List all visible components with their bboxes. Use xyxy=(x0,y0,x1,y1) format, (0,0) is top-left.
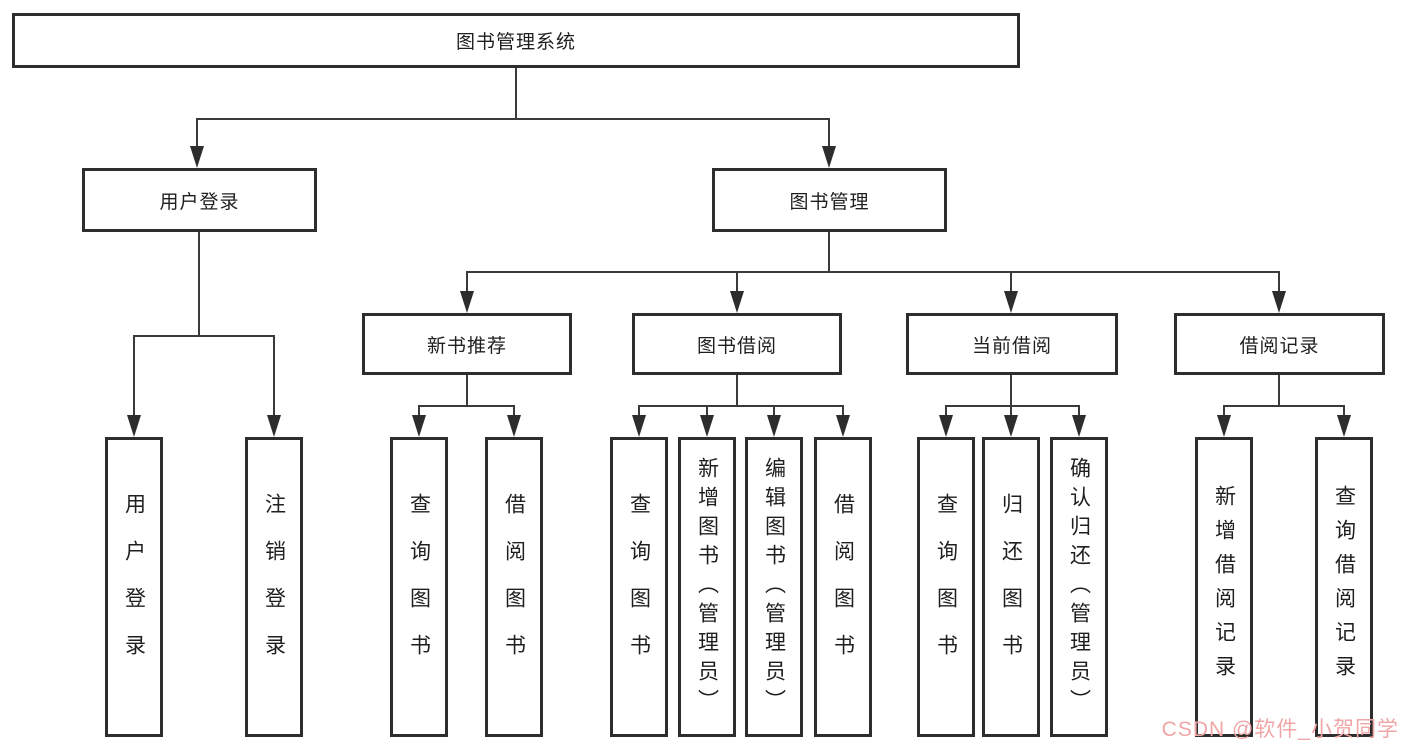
arrow-to-leaf xyxy=(412,415,426,437)
node-label: 图书管理 xyxy=(789,191,870,213)
connector-drop-leaf xyxy=(1223,405,1225,419)
arrow-to-leaf xyxy=(1217,415,1231,437)
arrow-to-leaf xyxy=(767,415,781,437)
connector-drop-borrow-records xyxy=(1278,271,1280,295)
arrow-to-leaf xyxy=(127,415,141,437)
leaf-user-login: 用户登录 xyxy=(105,437,163,737)
connector-drop-book-borrow xyxy=(736,271,738,295)
arrow-to-book-mgmt xyxy=(822,146,836,168)
node-book-management: 图书管理 xyxy=(712,168,947,232)
connector-level2-hbar xyxy=(467,271,1280,273)
connector-drop-leaf xyxy=(773,405,775,419)
leaf-label: 新增借阅记录 xyxy=(1212,485,1236,689)
node-label: 图书借阅 xyxy=(696,335,777,357)
leaf-query-book-2: 查询图书 xyxy=(610,437,668,737)
connector-drop-leaf xyxy=(513,405,515,419)
connector-drop-leaf xyxy=(418,405,420,419)
connector-drop-current-borrow xyxy=(1010,271,1012,295)
leaf-label: 归还图书 xyxy=(999,493,1023,681)
leaf-label: 查询图书 xyxy=(934,493,958,681)
connector-borrow-records-drop xyxy=(1278,375,1280,406)
connector-drop-leaf xyxy=(638,405,640,419)
connector-drop-book-mgmt xyxy=(828,118,830,150)
node-label: 借阅记录 xyxy=(1239,335,1320,357)
connector-new-book-hbar xyxy=(419,405,515,407)
node-label: 新书推荐 xyxy=(426,335,507,357)
leaf-label: 确认归还（管理员） xyxy=(1067,456,1091,718)
arrow-to-leaf xyxy=(700,415,714,437)
leaf-logout: 注销登录 xyxy=(245,437,303,737)
node-book-borrow: 图书借阅 xyxy=(632,313,842,375)
arrow-to-leaf xyxy=(939,415,953,437)
arrow-to-leaf xyxy=(1004,415,1018,437)
connector-drop-leaf xyxy=(842,405,844,419)
csdn-watermark: CSDN @软件_小贺同学 xyxy=(1161,718,1399,741)
connector-root-drop xyxy=(515,68,517,119)
arrow-to-new-book xyxy=(460,291,474,313)
connector-user-login-drop xyxy=(198,232,200,337)
arrow-to-leaf xyxy=(507,415,521,437)
leaf-label: 查询图书 xyxy=(627,493,651,681)
connector-book-borrow-drop xyxy=(736,375,738,406)
connector-book-mgmt-drop xyxy=(828,232,830,272)
arrow-to-user-login xyxy=(190,146,204,168)
connector-book-borrow-hbar xyxy=(639,405,844,407)
arrow-to-leaf xyxy=(267,415,281,437)
node-label: 图书管理系统 xyxy=(455,32,576,53)
arrow-to-book-borrow xyxy=(730,291,744,313)
connector-user-login-hbar xyxy=(134,335,275,337)
connector-drop-user-login xyxy=(196,118,198,150)
arrow-to-leaf xyxy=(1337,415,1351,437)
connector-drop-leaf xyxy=(706,405,708,419)
leaf-label: 查询借阅记录 xyxy=(1332,485,1356,689)
arrow-to-borrow-records xyxy=(1272,291,1286,313)
leaf-add-borrow-record: 新增借阅记录 xyxy=(1195,437,1253,737)
arrow-to-leaf xyxy=(632,415,646,437)
node-user-login: 用户登录 xyxy=(82,168,317,232)
leaf-borrow-book-1: 借阅图书 xyxy=(485,437,543,737)
arrow-to-leaf xyxy=(836,415,850,437)
leaf-label: 借阅图书 xyxy=(831,493,855,681)
leaf-label: 借阅图书 xyxy=(502,493,526,681)
connector-current-borrow-hbar xyxy=(946,405,1080,407)
connector-drop-new-book xyxy=(466,271,468,295)
connector-level1-hbar xyxy=(197,118,830,120)
leaf-query-book-3: 查询图书 xyxy=(917,437,975,737)
connector-drop-leaf xyxy=(1010,405,1012,419)
arrow-to-current-borrow xyxy=(1004,291,1018,313)
leaf-query-book-1: 查询图书 xyxy=(390,437,448,737)
leaf-edit-book-admin: 编辑图书（管理员） xyxy=(745,437,803,737)
node-label: 用户登录 xyxy=(159,191,240,213)
leaf-label: 编辑图书（管理员） xyxy=(762,456,786,718)
node-new-book-recommend: 新书推荐 xyxy=(362,313,572,375)
node-current-borrow: 当前借阅 xyxy=(906,313,1118,375)
connector-drop-leaf xyxy=(273,335,275,419)
leaf-borrow-book-2: 借阅图书 xyxy=(814,437,872,737)
leaf-label: 新增图书（管理员） xyxy=(695,456,719,718)
connector-drop-leaf xyxy=(133,335,135,419)
leaf-confirm-return-admin: 确认归还（管理员） xyxy=(1050,437,1108,737)
connector-borrow-records-hbar xyxy=(1224,405,1345,407)
leaf-label: 注销登录 xyxy=(262,493,286,681)
connector-drop-leaf xyxy=(1343,405,1345,419)
connector-current-borrow-drop xyxy=(1010,375,1012,406)
node-borrow-records: 借阅记录 xyxy=(1174,313,1385,375)
leaf-query-borrow-record: 查询借阅记录 xyxy=(1315,437,1373,737)
arrow-to-leaf xyxy=(1072,415,1086,437)
leaf-return-book: 归还图书 xyxy=(982,437,1040,737)
node-label: 当前借阅 xyxy=(971,335,1052,357)
leaf-label: 用户登录 xyxy=(122,493,146,681)
connector-drop-leaf xyxy=(945,405,947,419)
connector-new-book-drop xyxy=(466,375,468,406)
node-root-library-system: 图书管理系统 xyxy=(12,13,1020,68)
connector-drop-leaf xyxy=(1078,405,1080,419)
leaf-label: 查询图书 xyxy=(407,493,431,681)
leaf-add-book-admin: 新增图书（管理员） xyxy=(678,437,736,737)
